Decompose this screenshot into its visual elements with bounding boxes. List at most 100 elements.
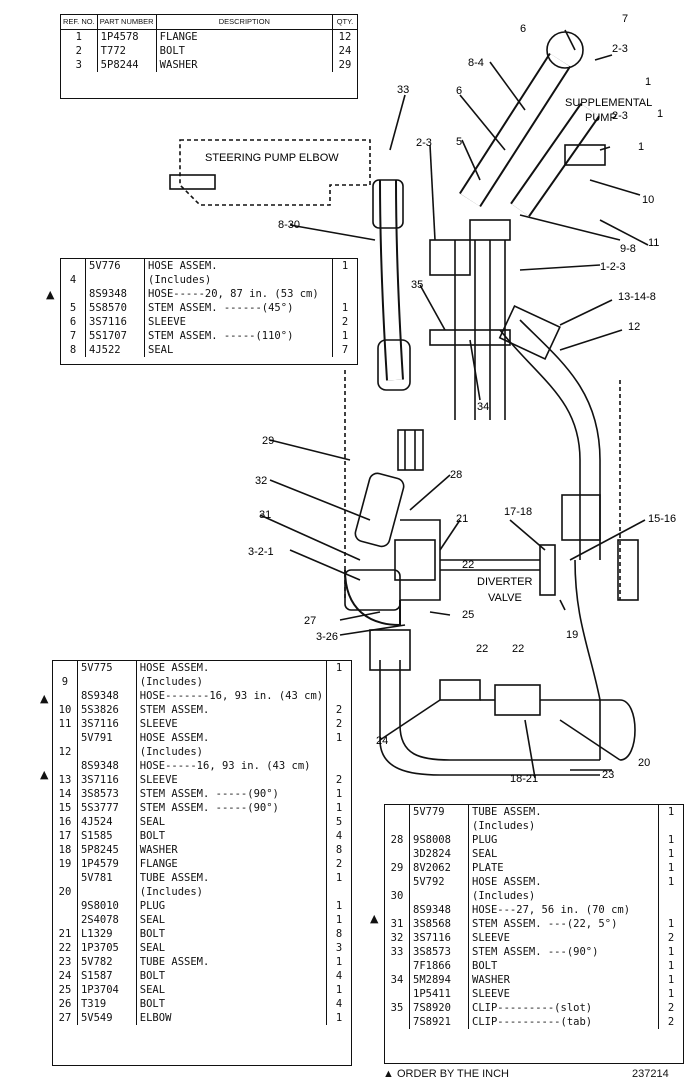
table-row: 12 (Includes) bbox=[53, 745, 351, 759]
cell-desc: (Includes) bbox=[139, 746, 203, 758]
callout-label: 28 bbox=[450, 469, 462, 481]
cell-qty: 1 bbox=[326, 871, 351, 885]
callout-label: 35 bbox=[411, 279, 423, 291]
cell-part: T319 bbox=[77, 997, 137, 1011]
cell-desc: SLEEVE bbox=[148, 316, 186, 328]
cell-ref: 32 bbox=[385, 931, 410, 945]
cell-desc: WASHER bbox=[472, 974, 510, 986]
cell-qty: 1 bbox=[658, 875, 683, 889]
cell-qty: 2 bbox=[326, 717, 351, 731]
cell-desc: PLATE bbox=[472, 862, 504, 874]
cell-qty bbox=[326, 689, 351, 703]
label-steering-pump-elbow: STEERING PUMP ELBOW bbox=[205, 152, 339, 164]
callout-label: 2-3 bbox=[612, 43, 628, 55]
callout-label: 33 bbox=[397, 84, 409, 96]
cell-part: 1P4579 bbox=[77, 857, 137, 871]
callout-label: 22 bbox=[512, 643, 524, 655]
order-by-inch-marker: ▲ bbox=[40, 692, 49, 705]
cell-qty: 1 bbox=[658, 805, 683, 819]
cell-ref: 18 bbox=[53, 843, 78, 857]
cell-part: 5V779 bbox=[409, 805, 469, 819]
cell-qty: 1 bbox=[658, 945, 683, 959]
label-supplemental: SUPPLEMENTAL bbox=[565, 97, 652, 109]
cell-ref: 29 bbox=[385, 861, 410, 875]
cell-part: 9S8010 bbox=[77, 899, 137, 913]
footer-note: ▲ ORDER BY THE INCH bbox=[383, 1068, 510, 1080]
cell-part: T772 bbox=[97, 44, 157, 58]
cell-desc: HOSE-----16, 93 in. (43 cm) bbox=[139, 760, 311, 772]
cell-qty: 8 bbox=[326, 927, 351, 941]
cell-desc: HOSE-------16, 93 in. (43 cm) bbox=[139, 690, 324, 702]
cell-part: 5S3777 bbox=[77, 801, 137, 815]
callout-label: 3-26 bbox=[316, 631, 338, 643]
cell-ref bbox=[61, 287, 86, 301]
table-row: 8S9348 HOSE-------16, 93 in. (43 cm) bbox=[53, 689, 351, 703]
cell-desc: HOSE---27, 56 in. (70 cm) bbox=[472, 904, 631, 916]
order-by-inch-marker: ▲ bbox=[46, 288, 55, 301]
cell-ref bbox=[53, 689, 78, 703]
cell-part: S1585 bbox=[77, 829, 137, 843]
cell-qty: 5 bbox=[326, 815, 351, 829]
cell-ref bbox=[61, 259, 86, 273]
cell-part: 3S8568 bbox=[409, 917, 469, 931]
cell-ref bbox=[385, 819, 410, 833]
cell-part: 3S7116 bbox=[409, 931, 469, 945]
callout-label: 2-3 bbox=[416, 137, 432, 149]
cell-part bbox=[77, 885, 137, 899]
cell-qty: 2 bbox=[326, 773, 351, 787]
cell-desc: FLANGE bbox=[159, 31, 198, 43]
cell-qty bbox=[326, 675, 351, 689]
cell-part: 1P3704 bbox=[77, 983, 137, 997]
cell-ref bbox=[385, 875, 410, 889]
cell-desc: (Includes) bbox=[472, 890, 536, 902]
cell-qty: 1 bbox=[658, 833, 683, 847]
cell-ref: 7 bbox=[61, 329, 86, 343]
cell-part bbox=[85, 273, 145, 287]
callout-label: 24 bbox=[376, 735, 388, 747]
callout-label: 10 bbox=[642, 194, 654, 206]
cell-ref bbox=[385, 903, 410, 917]
cell-ref: 15 bbox=[53, 801, 78, 815]
cell-desc: STEM ASSEM. ---(22, 5°) bbox=[472, 918, 618, 930]
cell-desc: TUBE ASSEM. bbox=[472, 806, 542, 818]
callout-label: 6 bbox=[520, 23, 526, 35]
table-row: (Includes) bbox=[385, 819, 683, 833]
cell-part: 4J524 bbox=[77, 815, 137, 829]
cell-qty: 8 bbox=[326, 843, 351, 857]
cell-qty: 1 bbox=[326, 801, 351, 815]
cell-part: 5V776 bbox=[85, 259, 145, 273]
cell-qty: 1 bbox=[326, 913, 351, 927]
callout-label: 1 bbox=[645, 76, 651, 88]
cell-part: 8S9348 bbox=[77, 689, 137, 703]
cell-desc: HOSE ASSEM. bbox=[148, 260, 218, 272]
callout-label: 1-2-3 bbox=[600, 261, 626, 273]
cell-qty bbox=[332, 273, 357, 287]
callout-label: 21 bbox=[456, 513, 468, 525]
cell-qty: 2 bbox=[658, 931, 683, 945]
cell-part: 1P4578 bbox=[97, 29, 157, 44]
cell-desc: SEAL bbox=[472, 848, 498, 860]
callout-label: 34 bbox=[477, 401, 489, 413]
cell-desc: CLIP----------(tab) bbox=[472, 1016, 593, 1028]
callout-label: 5 bbox=[456, 136, 462, 148]
cell-part bbox=[77, 745, 137, 759]
cell-qty: 1 bbox=[332, 259, 357, 273]
callout-label: 19 bbox=[566, 629, 578, 641]
cell-ref: 31 bbox=[385, 917, 410, 931]
callout-label: 22 bbox=[462, 559, 474, 571]
cell-qty: 1 bbox=[332, 329, 357, 343]
